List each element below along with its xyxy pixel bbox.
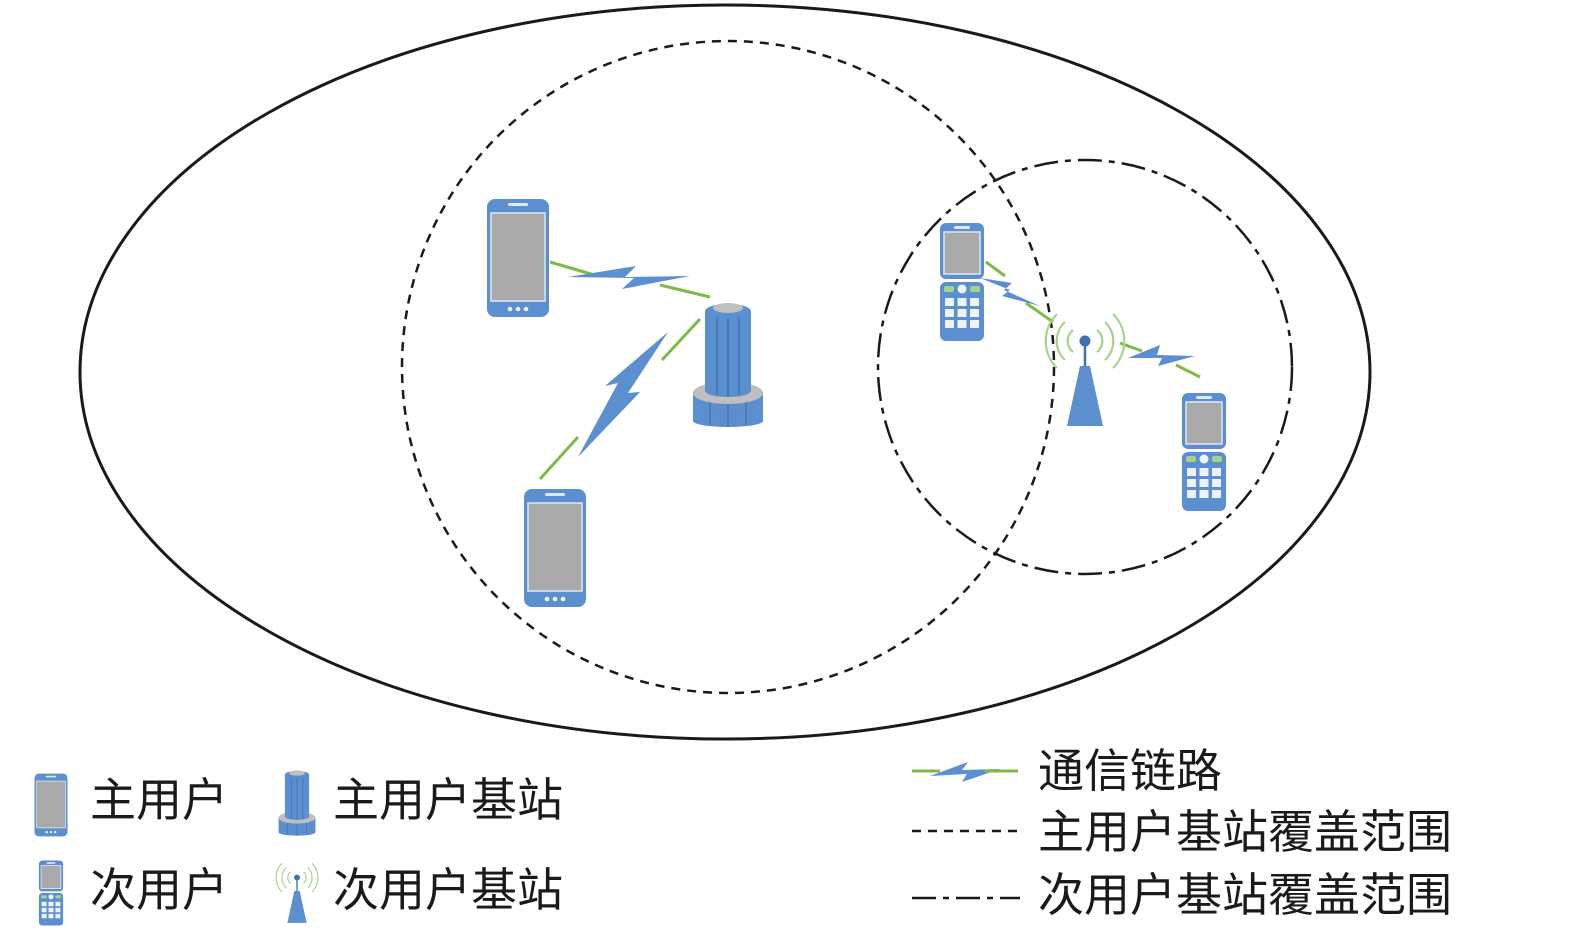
legend-primary-coverage-label: 主用户基站覆盖范围	[1038, 805, 1452, 859]
primary-user-phone-1	[486, 198, 550, 318]
link-secondary-user-2	[1119, 341, 1201, 379]
legend-link-label: 通信链路	[1038, 744, 1222, 798]
link-primary-user-1	[549, 260, 711, 299]
legend-secondary-base-station-icon	[275, 862, 319, 924]
legend-primary-base-station-icon	[278, 770, 316, 836]
link-primary-user-2	[538, 317, 702, 481]
primary-base-station	[692, 303, 764, 427]
legend-primary-user-label: 主用户	[90, 773, 228, 827]
legend-secondary-user-icon	[38, 860, 64, 926]
overall-area-ellipse	[78, 3, 1372, 741]
secondary-coverage-circle	[876, 158, 1294, 576]
legend-primary-base-station-label: 主用户基站	[333, 773, 563, 827]
secondary-base-station	[1044, 312, 1126, 428]
legend-secondary-user-label: 次用户	[90, 863, 228, 917]
primary-coverage-circle	[400, 39, 1056, 695]
secondary-user-phone-1	[939, 222, 985, 342]
legend-link-icon	[912, 762, 1018, 782]
link-secondary-user-1	[980, 260, 1054, 324]
legend-primary-user-icon	[34, 773, 68, 837]
legend-secondary-coverage-label: 次用户基站覆盖范围	[1038, 868, 1452, 922]
secondary-user-phone-2	[1181, 392, 1227, 512]
legend-secondary-base-station-label: 次用户基站	[333, 863, 563, 917]
primary-user-phone-2	[523, 488, 587, 608]
